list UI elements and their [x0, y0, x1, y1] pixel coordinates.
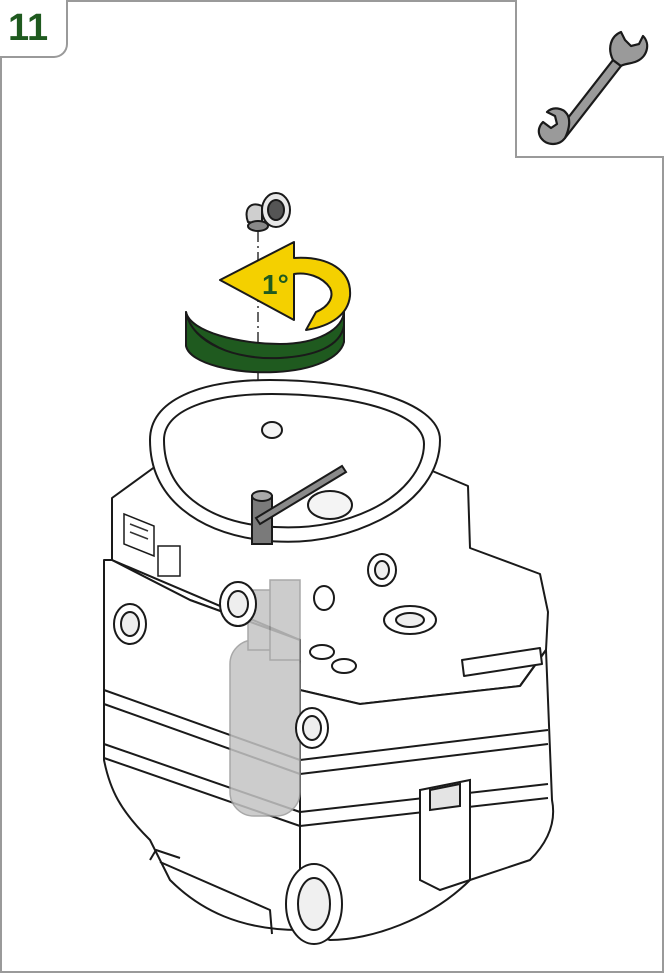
inlet-ring [148, 378, 442, 543]
tool-box [515, 0, 664, 158]
elbow-fitting [245, 192, 291, 232]
rotation-label: 1° [262, 269, 289, 300]
submersible-pump [229, 579, 301, 817]
riser-pipe [251, 464, 348, 545]
step-tab: 11 [0, 0, 68, 58]
rotation-arrow: 1° [185, 241, 352, 374]
step-number: 11 [8, 7, 49, 49]
label-plate [123, 512, 181, 577]
side-inlets [113, 553, 437, 749]
lower-opening [419, 778, 471, 892]
wrench-icon [537, 30, 649, 146]
rotation-arrow-head [219, 241, 352, 331]
